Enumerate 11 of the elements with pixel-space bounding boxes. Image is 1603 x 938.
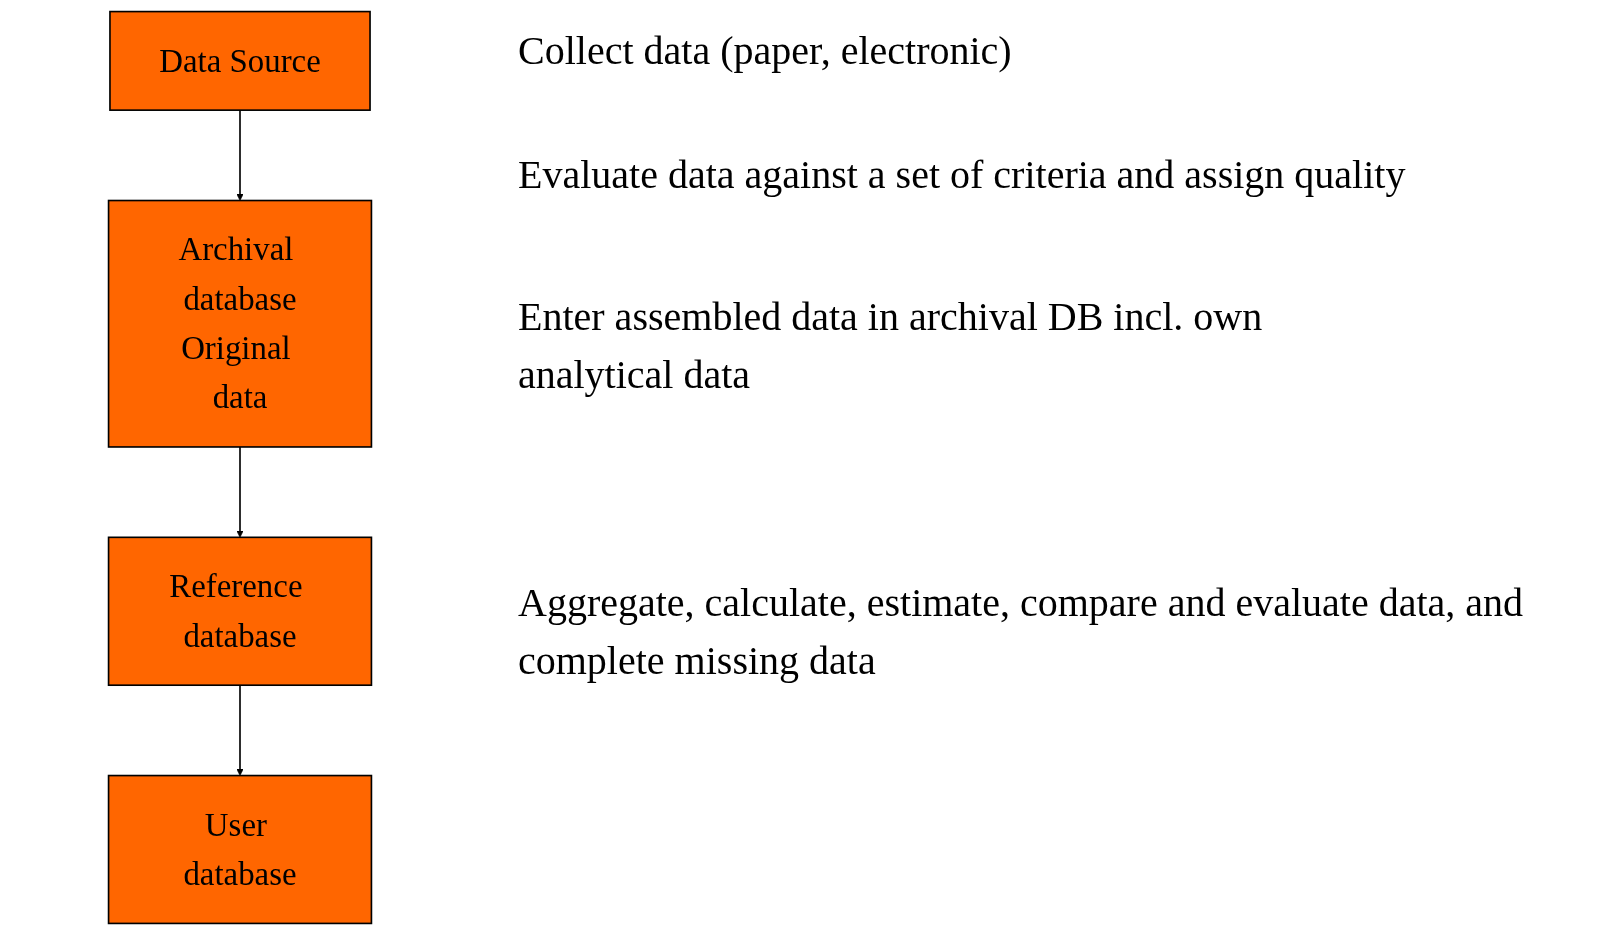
step-description: Collect data (paper, electronic) [518, 27, 1013, 75]
step-description: Aggregate, calculate, estimate, compare and evaluate data, and complete missing data [518, 579, 1525, 685]
node-box: Reference database [107, 536, 373, 687]
arrow [236, 684, 244, 776]
arrow [236, 446, 244, 538]
step-description: Evaluate data against a set of criteria and assign quality [518, 151, 1407, 199]
arrow [236, 109, 244, 201]
step-description: Enter assembled data in archival DB incl. own analytical data [518, 293, 1264, 399]
node-box: Archival database Original data [107, 199, 373, 448]
node-box: Data Source [109, 10, 371, 111]
node-box: User database [107, 774, 373, 925]
